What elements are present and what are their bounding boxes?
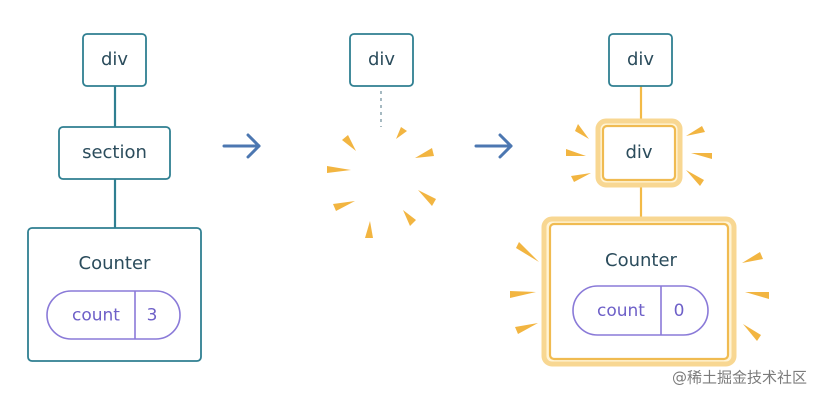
removal-burst <box>327 127 436 238</box>
state-name: count <box>72 306 120 326</box>
component-title: Counter <box>605 250 678 271</box>
burst-ray <box>342 135 356 151</box>
after-tree: div div Counter count 0 <box>510 33 769 367</box>
state-value: 3 <box>147 306 158 326</box>
state-value: 0 <box>674 301 685 321</box>
burst-ray <box>742 252 763 263</box>
root-div-node: div <box>349 33 414 87</box>
burst-ray <box>365 221 373 238</box>
counter-component: Counter count 0 <box>510 216 769 367</box>
node-label: div <box>101 49 128 70</box>
burst-ray <box>691 153 712 159</box>
burst-ray <box>415 148 434 158</box>
state-pill: count 3 <box>46 290 181 340</box>
pill-outline <box>46 290 181 340</box>
root-div-node: div <box>608 33 673 87</box>
burst-ray <box>327 166 351 173</box>
before-tree: div section Counter count 3 <box>27 33 202 362</box>
during-tree: div <box>327 33 436 238</box>
burst-ray <box>403 210 416 226</box>
burst-ray <box>745 292 769 299</box>
burst-ray <box>571 173 591 182</box>
node-label: section <box>82 142 147 163</box>
burst-ray <box>515 323 538 334</box>
section-node: section <box>58 126 171 180</box>
node-label: div <box>368 49 395 70</box>
burst-ray <box>516 242 539 262</box>
state-name: count <box>597 301 645 321</box>
burst-ray <box>510 291 536 298</box>
state-pill: count 0 <box>572 285 709 336</box>
node-label: div <box>625 142 652 163</box>
node-box <box>601 124 677 182</box>
new-node-rays <box>566 124 712 186</box>
burst-ray <box>418 190 436 206</box>
right-arrow-icon <box>474 133 513 159</box>
burst-ray <box>686 126 705 136</box>
counter-component: Counter count 3 <box>27 227 202 362</box>
watermark: @稀土掘金技术社区 <box>672 369 807 387</box>
component-rays <box>510 242 769 341</box>
new-div-node: div <box>566 118 712 188</box>
node-box <box>58 126 171 180</box>
node-label: div <box>627 49 654 70</box>
pill-outline <box>572 285 709 336</box>
root-div-node: div <box>82 33 147 87</box>
component-title: Counter <box>79 253 152 274</box>
node-box <box>349 33 414 87</box>
burst-ray <box>575 124 589 139</box>
node-box <box>82 33 147 87</box>
burst-ray <box>686 170 704 186</box>
burst-ray <box>743 324 761 341</box>
burst-ray <box>396 127 407 139</box>
node-box <box>608 33 673 87</box>
burst-ray <box>566 149 586 156</box>
right-arrow-icon <box>222 133 261 159</box>
burst-ray <box>333 201 355 211</box>
